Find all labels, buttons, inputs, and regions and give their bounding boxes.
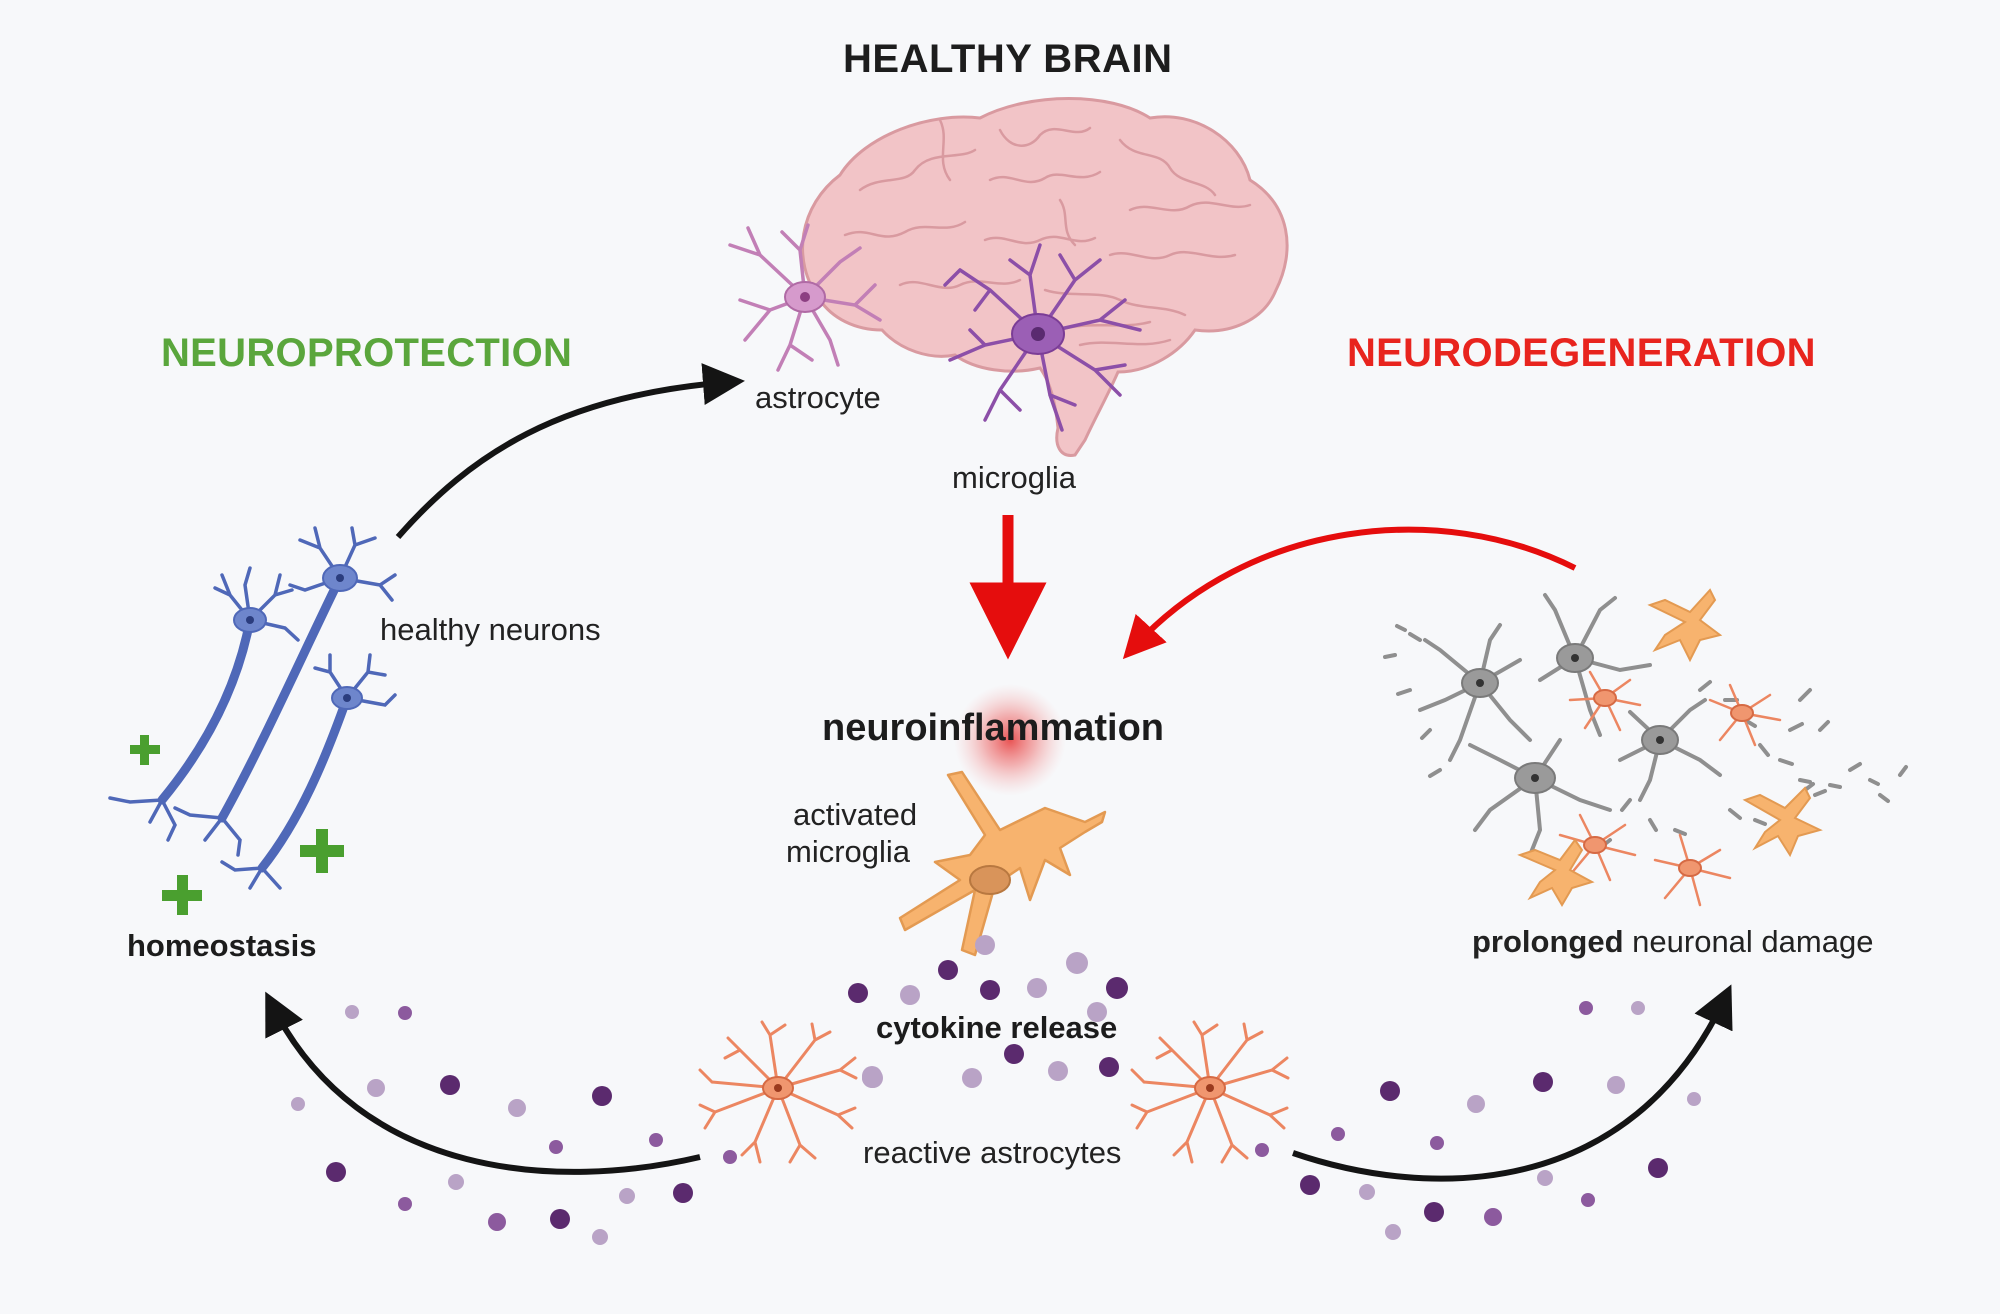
cytokine-dot-icon [1255,1143,1269,1157]
arrow-neurons-to-brain [395,363,745,539]
cytokine-dot-icon [1430,1136,1444,1150]
prolonged-damage-label: prolonged neuronal damage [1472,924,1873,960]
cytokine-dot-icon [398,1006,412,1020]
cytokine-dot-icon [1380,1081,1400,1101]
cytokine-dot-icon [862,1068,882,1088]
activated-microglia-cell [898,770,1107,957]
cytokine-dot-icon [345,1005,359,1019]
arrow-astrocytes-to-damage [1292,984,1733,1182]
cytokine-dot-icon [398,1197,412,1211]
neuroinflammation-label: neuroinflammation [822,707,1165,749]
cytokine-dot-icon [1648,1158,1668,1178]
cytokine-dot-icon [549,1140,563,1154]
cytokine-dot-icon [592,1229,608,1245]
cytokine-cloud [291,935,1701,1245]
cytokine-dot-icon [1066,952,1088,974]
cytokine-dot-icon [1359,1184,1375,1200]
brain-illustration [801,97,1289,457]
reactive-astrocyte-cell [698,1020,858,1164]
cytokine-dot-icon [1579,1001,1593,1015]
cytokine-dot-icon [938,960,958,980]
cytokine-dot-icon [1687,1092,1701,1106]
cytokine-dot-icon [1424,1202,1444,1222]
cytokine-dot-icon [326,1162,346,1182]
cytokine-dot-icon [1099,1057,1119,1077]
arrow-astrocytes-to-homeostasis [265,991,701,1175]
cytokine-dot-icon [1607,1076,1625,1094]
cytokine-dot-icon [291,1097,305,1111]
cytokine-dot-icon [1385,1224,1401,1240]
cytokine-dot-icon [1106,977,1128,999]
healthy-neuron [108,566,300,842]
cytokine-dot-icon [592,1086,612,1106]
homeostasis-label: homeostasis [127,928,317,963]
cytokine-dot-icon [1331,1127,1345,1141]
activated-microglia-label-line2: microglia [786,834,911,869]
neurodegeneration-title: NEURODEGENERATION [1347,331,1816,375]
cytokine-dot-icon [440,1075,460,1095]
healthy-neuron [173,526,397,857]
cytokine-dot-icon [649,1133,663,1147]
healthy-neurons-label: healthy neurons [380,612,601,647]
cytokine-dot-icon [1027,978,1047,998]
plus-icon [130,735,160,765]
cytokine-dot-icon [900,985,920,1005]
inflammation-glow-icon [954,684,1066,796]
healthy-brain-title: HEALTHY BRAIN [843,37,1173,81]
neuronal-damage-label: neuronal damage [1623,924,1874,959]
reactive-astrocyte-cell [1130,1020,1290,1164]
neuronal-damage-cluster [1383,588,1908,907]
cytokine-dot-icon [1467,1095,1485,1113]
cytokine-dot-icon [673,1183,693,1203]
cytokine-dot-icon [1631,1001,1645,1015]
cytokine-dot-icon [1004,1044,1024,1064]
cytokine-dot-icon [1484,1208,1502,1226]
cytokine-dot-icon [550,1209,570,1229]
astrocyte-cell [728,223,882,372]
cytokine-dot-icon [488,1213,506,1231]
cytokine-dot-icon [1048,1061,1068,1081]
cytokine-dot-icon [975,935,995,955]
neuroprotection-title: NEUROPROTECTION [161,331,573,375]
activated-microglia-label-line1: activated [793,797,918,832]
cytokine-dot-icon [1581,1193,1595,1207]
healthy-neurons [108,526,397,890]
cytokine-dot-icon [962,1068,982,1088]
cytokine-dot-icon [1537,1170,1553,1186]
cytokine-dot-icon [848,983,868,1003]
cytokine-dot-icon [448,1174,464,1190]
cytokine-dot-icon [980,980,1000,1000]
microglia-cell [943,243,1142,432]
cytokine-dot-icon [619,1188,635,1204]
cytokine-dot-icon [367,1079,385,1097]
reactive-astrocytes-label: reactive astrocytes [863,1135,1122,1170]
cytokine-dot-icon [723,1150,737,1164]
cytokine-dot-icon [508,1099,526,1117]
cytokine-release-label: cytokine release [876,1010,1118,1045]
plus-icon [300,829,344,873]
astrocyte-label: astrocyte [755,380,881,415]
prolonged-label: prolonged [1472,924,1624,959]
arrow-damage-to-inflammation [1122,526,1577,660]
healthy-neuron [220,653,397,890]
cytokine-dot-icon [1533,1072,1553,1092]
cytokine-dot-icon [1300,1175,1320,1195]
plus-icon [162,875,202,915]
cytokine-dot-icon [1087,1002,1107,1022]
microglia-label: microglia [952,460,1077,495]
